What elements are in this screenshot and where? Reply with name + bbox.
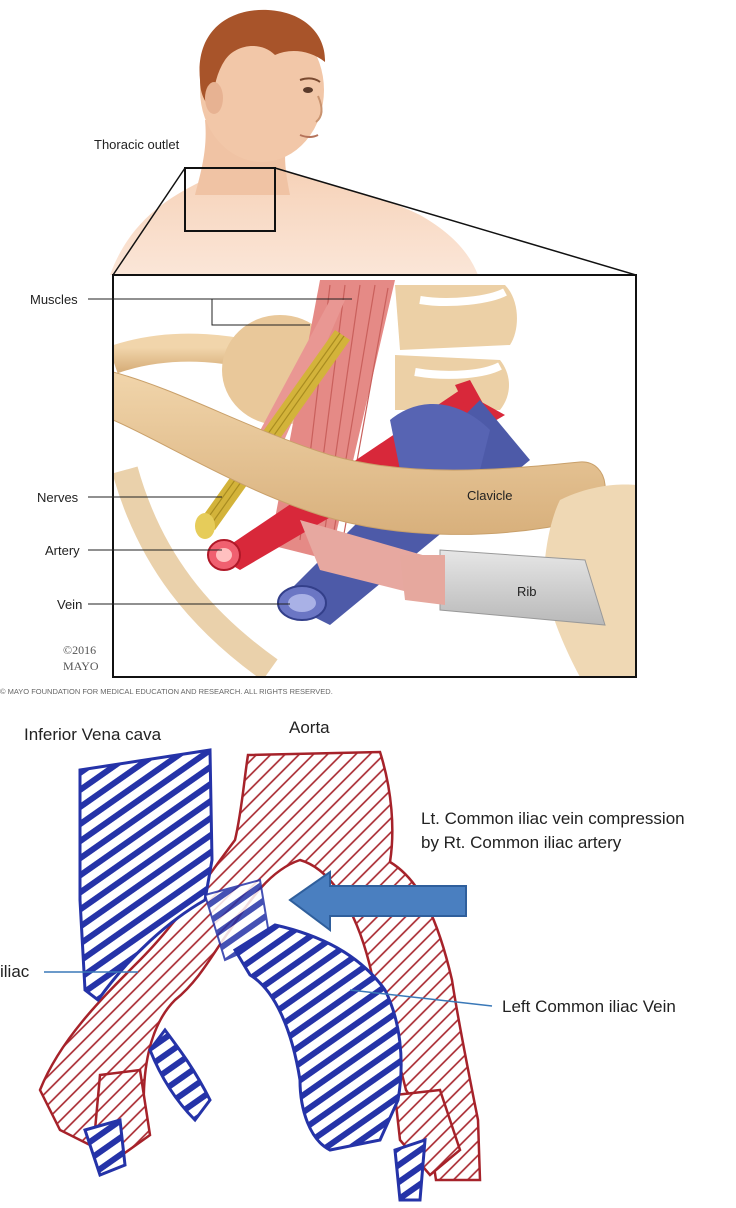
label-thoracic-outlet: Thoracic outlet bbox=[94, 137, 180, 152]
label-compression-line1: Lt. Common iliac vein compression bbox=[421, 809, 685, 828]
label-iliac-cut: iliac bbox=[0, 962, 30, 981]
label-aorta: Aorta bbox=[289, 718, 330, 737]
label-muscles: Muscles bbox=[30, 292, 78, 307]
footer-rights: © MAYO FOUNDATION FOR MEDICAL EDUCATION … bbox=[0, 687, 333, 696]
label-rib: Rib bbox=[517, 584, 537, 599]
label-vein: Vein bbox=[57, 597, 82, 612]
label-clavicle: Clavicle bbox=[467, 488, 513, 503]
label-artery: Artery bbox=[45, 543, 80, 558]
label-nerves: Nerves bbox=[37, 490, 79, 505]
label-ivc: Inferior Vena cava bbox=[24, 725, 162, 744]
copyright-owner: MAYO bbox=[63, 659, 99, 673]
copyright-year: ©2016 bbox=[63, 643, 96, 657]
label-left-common-iliac-vein: Left Common iliac Vein bbox=[502, 997, 676, 1016]
label-compression-line2: by Rt. Common iliac artery bbox=[421, 833, 622, 852]
